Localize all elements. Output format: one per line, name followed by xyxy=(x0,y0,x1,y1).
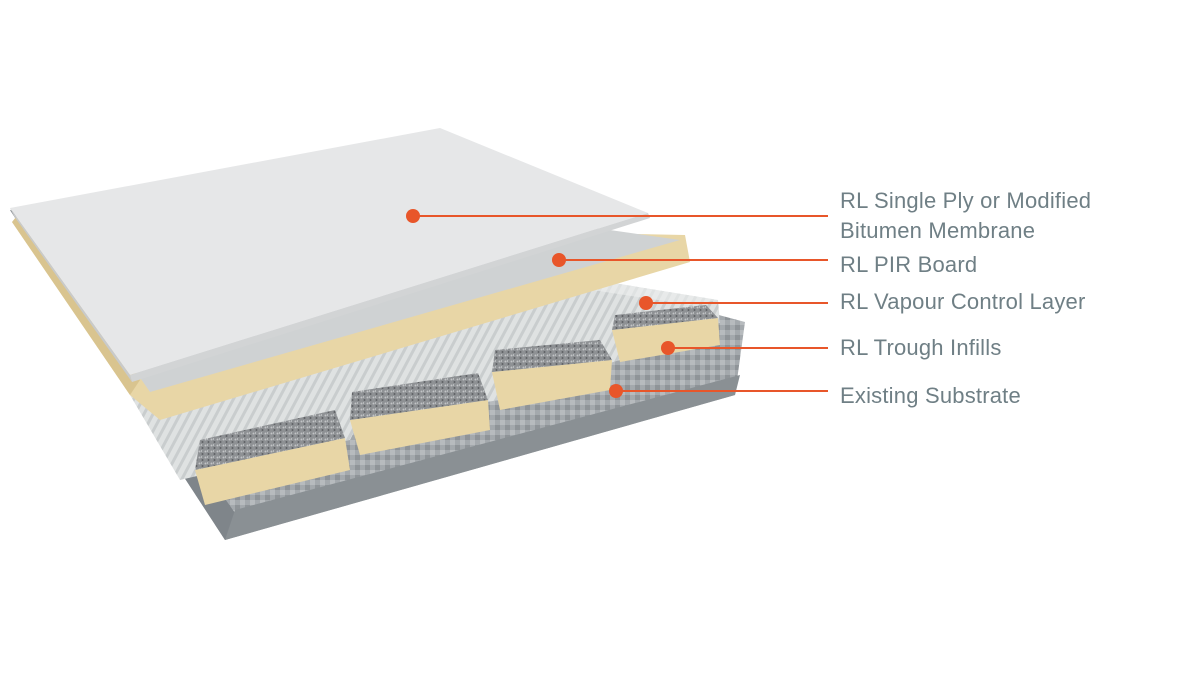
trough-infill-2 xyxy=(350,373,490,455)
label-membrane-line1: RL Single Ply or Modified xyxy=(840,188,1092,213)
label-trough-infills: RL Trough Infills xyxy=(840,335,1002,360)
membrane-layer xyxy=(10,128,650,382)
leader-membrane xyxy=(406,209,828,223)
leader-pir-board xyxy=(552,253,828,267)
label-membrane-line2: Bitumen Membrane xyxy=(840,218,1036,243)
label-pir-board: RL PIR Board xyxy=(840,252,978,277)
label-vapour-control-layer: RL Vapour Control Layer xyxy=(840,289,1086,314)
leader-vapour-control xyxy=(639,296,828,310)
label-membrane: RL Single Ply or Modified Bitumen Membra… xyxy=(840,186,1091,246)
leader-substrate xyxy=(609,384,828,398)
trough-infill-4 xyxy=(612,305,720,362)
trough-infill-1 xyxy=(195,410,350,505)
trough-infill-3 xyxy=(492,340,612,410)
leader-trough-infills xyxy=(661,341,828,355)
label-existing-substrate: Existing Substrate xyxy=(840,383,1021,408)
